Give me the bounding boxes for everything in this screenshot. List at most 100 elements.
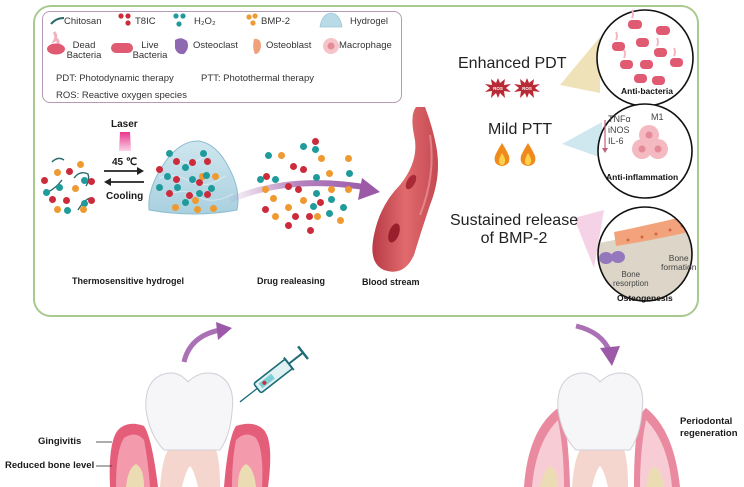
reduced-bone-leader-line: [96, 465, 112, 467]
cytokine-markers: TNFα iNOS IL-6: [608, 114, 631, 147]
h2o2-dot: [81, 177, 88, 184]
live-line2: Bacteria: [132, 50, 168, 61]
laser-label: Laser: [111, 119, 138, 130]
heating-arrow-icon: [104, 167, 144, 175]
bmp2-dot: [262, 186, 269, 193]
h2o2-dot: [312, 146, 319, 153]
h2o2-dot: [200, 150, 207, 157]
laser-beam-icon: [119, 132, 131, 151]
h2o2-dot: [340, 204, 347, 211]
pdt-title: Enhanced PDT: [458, 55, 567, 72]
t8ic-dot: [306, 213, 313, 220]
bmp-title: Sustained release of BMP-2: [450, 212, 578, 248]
bmp2-icon: [246, 13, 258, 26]
bmp2-dot: [328, 186, 335, 193]
h2o2-dot: [310, 203, 317, 210]
anti-bacteria-circle: [596, 9, 694, 107]
h2o2-dot: [313, 190, 320, 197]
pdt-callout-wedge: [560, 37, 600, 93]
h2o2-dot: [208, 185, 215, 192]
h2o2-dot: [313, 174, 320, 181]
osteogenesis-circle: [597, 206, 693, 302]
ros-burst-icon: ROS: [514, 78, 540, 98]
t8ic-dot: [49, 196, 56, 203]
syringe-icon: [239, 345, 309, 403]
cooling-arrow-icon: [104, 178, 144, 186]
t8ic-dot: [186, 192, 193, 199]
flame-icon: [520, 143, 536, 166]
upward-curved-arrow: [181, 322, 232, 363]
h2o2-dot: [203, 172, 210, 179]
h2o2-dot: [81, 200, 88, 207]
osteoclast-icon: [175, 38, 188, 55]
live-line1: Live: [141, 40, 159, 51]
h2o2-dot: [300, 143, 307, 150]
bmp2-dot: [77, 161, 84, 168]
ptt-callout-wedge: [562, 122, 602, 158]
t8ic-dot: [300, 166, 307, 173]
t8ic-dot: [317, 199, 324, 206]
release-flow-arrow: [228, 178, 380, 203]
bmp2-dot: [337, 217, 344, 224]
t8ic-dot: [88, 197, 95, 204]
h2o2-dot: [166, 150, 173, 157]
bmp2-dot: [54, 169, 61, 176]
bmp2-dot: [212, 173, 219, 180]
t8ic-dot: [63, 197, 70, 204]
bmp2-dot: [54, 206, 61, 213]
legend-label-bmp2: BMP-2: [261, 16, 291, 27]
legend-label-osteoclast: Osteoclast: [193, 40, 238, 51]
abbrev-ptt: PTT: Photothermal therapy: [201, 73, 314, 84]
h2o2-dot: [326, 210, 333, 217]
h2o2-dot: [328, 196, 335, 203]
t8ic-dot: [173, 176, 180, 183]
legend-label-osteoblast: Osteoblast: [266, 40, 312, 51]
bmp2-dot: [80, 206, 87, 213]
bone-formation-line1: Bone: [668, 253, 689, 263]
anti-bacteria-label: Anti-bacteria: [621, 86, 673, 96]
anti-inflammation-label: Anti-inflammation: [606, 172, 679, 182]
cooling-label: Cooling: [106, 191, 144, 202]
abbrev-ros: ROS: Reactive oxygen species: [56, 90, 187, 101]
t8ic-dot: [262, 206, 269, 213]
bmp2-dot: [300, 197, 307, 204]
bmp2-dot: [172, 204, 179, 211]
hydrogel-icon: [319, 12, 343, 28]
t8ic-dot: [66, 168, 73, 175]
bmp2-dot: [318, 155, 325, 162]
t8ic-dot: [204, 158, 211, 165]
marker-inos: iNOS: [608, 125, 630, 135]
ros-burst-icon: ROS: [485, 78, 511, 98]
live-bacteria-icon: [111, 43, 133, 53]
dead-line2: Bacteria: [66, 50, 102, 61]
t8ic-dot: [312, 138, 319, 145]
svg-text:ROS: ROS: [522, 86, 532, 91]
t8ic-dot: [307, 227, 314, 234]
h2o2-dot: [272, 176, 279, 183]
h2o2-dot: [174, 184, 181, 191]
t8ic-dot: [292, 213, 299, 220]
h2o2-dot: [196, 190, 203, 197]
osteogenesis-label: Osteogenesis: [617, 293, 673, 303]
bmp2-dot: [278, 152, 285, 159]
h2o2-dot: [257, 176, 264, 183]
stage-label-blood: Blood stream: [362, 277, 420, 287]
bmp2-dot: [270, 195, 277, 202]
anti-inflammation-circle: [597, 103, 693, 199]
t8ic-dot: [204, 191, 211, 198]
marker-tnfa: TNFα: [608, 114, 631, 124]
h2o2-dot: [182, 164, 189, 171]
bone-formation-line2: formation: [661, 262, 697, 272]
t8ic-dot: [166, 190, 173, 197]
t8ic-dot: [196, 179, 203, 186]
t8ic-dot: [88, 178, 95, 185]
bmp2-dot: [192, 197, 199, 204]
dead-line1: Dead: [72, 40, 96, 51]
t8ic-dot: [189, 159, 196, 166]
legend-label-macrophage: Macrophage: [339, 40, 392, 51]
bmp2-dot: [72, 185, 79, 192]
dead-bacteria-icon: [47, 31, 65, 55]
